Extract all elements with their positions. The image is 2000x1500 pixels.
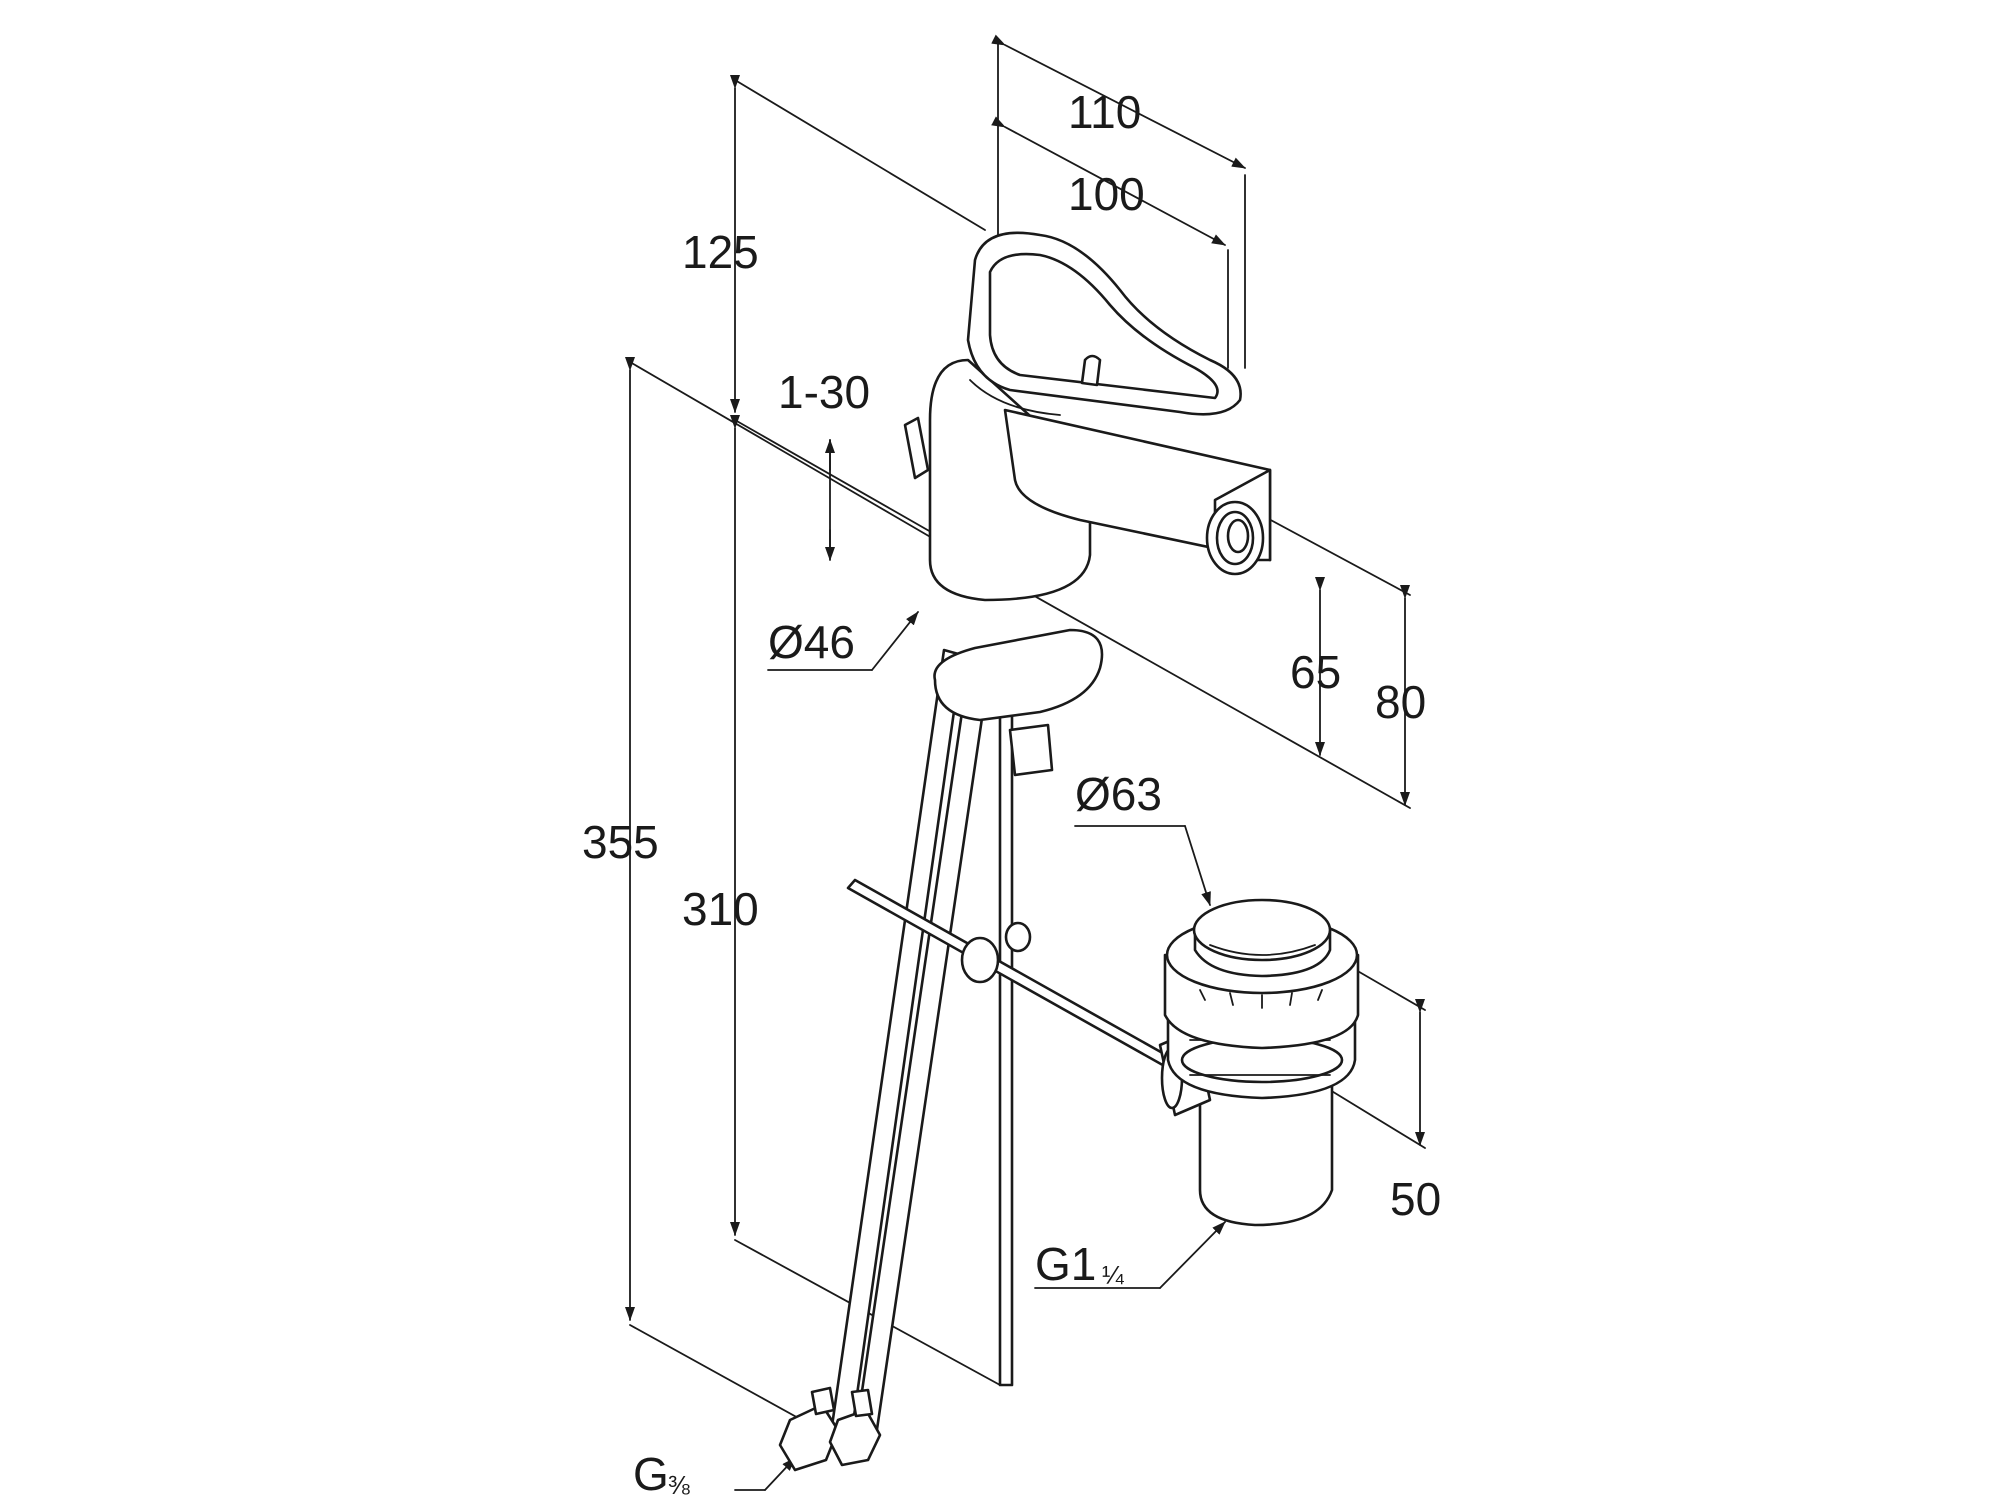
dim-100-label: 100 bbox=[1068, 168, 1145, 220]
thread-g1-fraction: ¼ bbox=[1102, 1260, 1124, 1290]
hose-fittings bbox=[778, 1386, 882, 1472]
dim-65-label: 65 bbox=[1290, 646, 1341, 698]
dim-1-30-label: 1-30 bbox=[778, 366, 870, 418]
thread-g38-fraction: ⅜ bbox=[668, 1470, 690, 1500]
thread-g1-main: G1 bbox=[1035, 1238, 1096, 1290]
dim-310-label: 310 bbox=[682, 883, 759, 935]
thread-g3-8-label: G ⅜ bbox=[633, 1448, 690, 1500]
dim-125-label: 125 bbox=[682, 226, 759, 278]
dim-80-label: 80 bbox=[1375, 676, 1426, 728]
dimension-lines bbox=[625, 34, 1426, 1491]
thread-g38-main: G bbox=[633, 1448, 669, 1500]
mixer-body bbox=[830, 231, 1272, 1438]
dim-diameter-46-label: Ø46 bbox=[768, 616, 855, 668]
dim-110-label: 110 bbox=[1068, 86, 1141, 138]
dim-355-label: 355 bbox=[582, 816, 659, 868]
thread-g1-1-4-label: G1 ¼ bbox=[1035, 1238, 1124, 1290]
pop-up-waste bbox=[1158, 898, 1360, 1227]
dim-diameter-63-label: Ø63 bbox=[1075, 768, 1162, 820]
dim-50-label: 50 bbox=[1390, 1173, 1441, 1225]
